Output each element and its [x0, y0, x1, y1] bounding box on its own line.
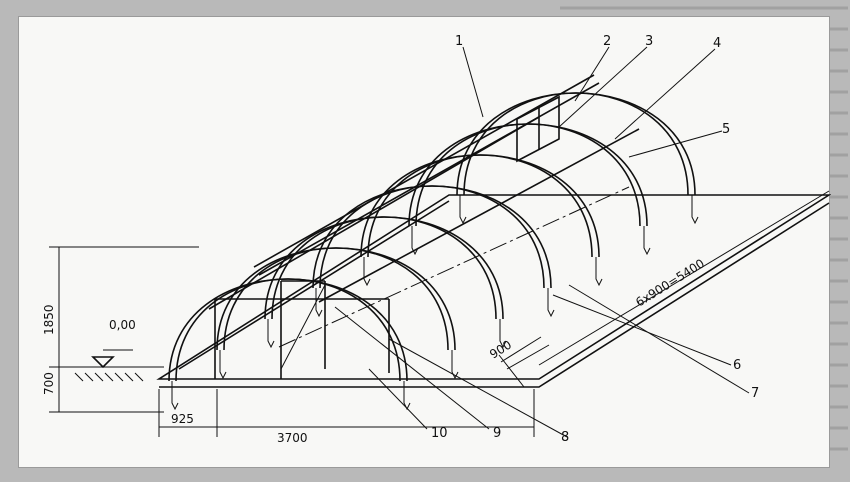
dim-ground-level: 0,00 [109, 318, 136, 332]
dimension-texts: 1850 700 0,00 925 3700 900 6x900=5400 [42, 256, 707, 445]
ground-stake [171, 381, 179, 411]
ground-stake [363, 257, 371, 287]
callout-7: 7 [751, 386, 759, 401]
ground-stake [499, 319, 507, 349]
dim-length: 6x900=5400 [633, 256, 707, 309]
dimension-lines [49, 190, 830, 437]
greenhouse-frame-svg: 1 2 3 4 5 6 7 8 9 10 1850 700 0,00 925 3… [42, 34, 832, 445]
arch-rib [319, 185, 545, 289]
callout-4: 4 [713, 36, 721, 51]
dim-offset: 925 [171, 412, 194, 426]
arch-rib [367, 154, 593, 258]
arch-rib [175, 278, 401, 382]
ground-stake [547, 288, 555, 318]
arch-rib [415, 123, 641, 227]
ground-stake [459, 195, 467, 225]
arch-rib [463, 92, 689, 196]
vent-window [516, 95, 560, 163]
greenhouse-drawing: 1 2 3 4 5 6 7 8 9 10 1850 700 0,00 925 3… [18, 16, 832, 468]
callout-1: 1 [455, 34, 463, 49]
dim-spacing: 900 [487, 338, 514, 362]
arch-rib [264, 216, 504, 320]
ground-stake [403, 381, 411, 411]
callout-10: 10 [431, 426, 448, 441]
callouts: 1 2 3 4 5 6 7 8 9 10 [431, 34, 759, 445]
dim-height-arch: 1850 [42, 304, 56, 335]
callout-2: 2 [603, 34, 611, 49]
ground-hatch [69, 349, 164, 382]
callout-6: 6 [733, 358, 741, 373]
callout-8: 8 [561, 430, 569, 445]
dim-height-depth: 700 [42, 372, 56, 395]
ground-stake [691, 195, 699, 225]
arch-rib [271, 216, 497, 320]
callout-3: 3 [645, 34, 653, 49]
leader-lines [334, 46, 750, 438]
arch-rib [408, 123, 648, 227]
arches [168, 92, 699, 411]
arch-rib [223, 247, 449, 351]
dim-width: 3700 [277, 431, 308, 445]
ground-stake [219, 350, 227, 380]
ridge-and-purlins [208, 74, 640, 348]
ground-stake [267, 319, 275, 349]
ground-stake [595, 257, 603, 287]
door-frame [214, 280, 390, 379]
callout-5: 5 [722, 122, 730, 137]
arch-rib [168, 278, 408, 382]
arch-rib [312, 185, 552, 289]
ground-stake [643, 226, 651, 256]
ground-stake [411, 226, 419, 256]
callout-9: 9 [493, 426, 501, 441]
